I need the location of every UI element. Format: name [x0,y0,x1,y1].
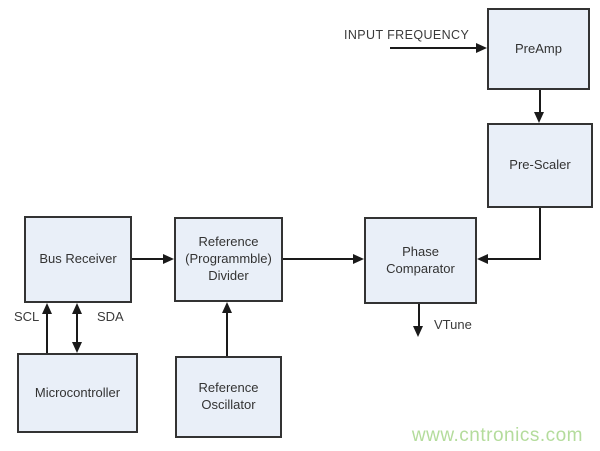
scl-label: SCL [14,309,40,324]
arrowhead-divider-phase-icon [353,254,364,264]
connector-prescaler-phase-horizontal-line [488,258,541,260]
block-phase-comparator: Phase Comparator [364,217,477,304]
connector-prescaler-phase-vertical-line [539,208,541,260]
connector-vtune-line [418,304,420,327]
block-bus-receiver: Bus Receiver [24,216,132,303]
connector-oscillator-divider-line [226,313,228,356]
arrowhead-prescaler-phase-icon [477,254,488,264]
watermark-text: www.cntronics.com [411,425,583,446]
arrowhead-input-frequency-icon [476,43,487,53]
block-microcontroller: Microcontroller [17,353,138,433]
connector-input-frequency-line [390,47,477,49]
vtune-label: VTune [434,317,472,332]
block-reference-oscillator: Reference Oscillator [175,356,282,438]
connector-preamp-prescaler-line [539,90,541,113]
input-frequency-label: INPUT FREQUENCY [344,28,470,42]
block-reference-oscillator-label: Reference Oscillator [198,380,259,412]
connector-divider-phase-line [283,258,354,260]
block-microcontroller-label: Microcontroller [34,384,121,400]
block-preamp-label: PreAmp [515,40,562,56]
arrowhead-oscillator-divider-icon [222,302,232,313]
connector-scl-line [46,314,48,353]
arrowhead-sda-up-icon [72,303,82,314]
block-prescaler-label: Pre-Scaler [509,157,571,173]
block-phase-comparator-label: Phase Comparator [386,243,455,276]
sda-label: SDA [97,309,124,324]
block-prescaler: Pre-Scaler [487,123,593,208]
arrowhead-scl-up-icon [42,303,52,314]
block-reference-divider-label: Reference (Programmble) Divider [185,234,272,283]
connector-bus-divider-line [132,258,164,260]
connector-sda-line [76,314,78,342]
arrowhead-preamp-prescaler-icon [534,112,544,123]
block-preamp: PreAmp [487,8,590,90]
arrowhead-vtune-icon [413,326,423,337]
arrowhead-bus-divider-icon [163,254,174,264]
block-bus-receiver-label: Bus Receiver [39,251,117,267]
arrowhead-sda-down-icon [72,342,82,353]
block-reference-divider: Reference (Programmble) Divider [174,217,283,302]
